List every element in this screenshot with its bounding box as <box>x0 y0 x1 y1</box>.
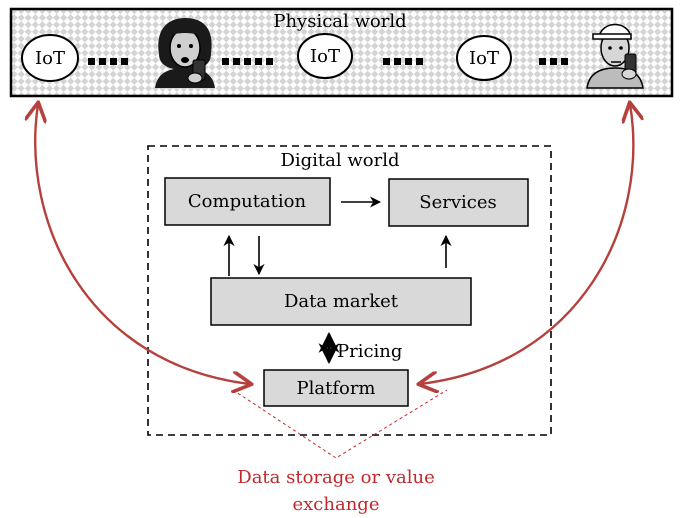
right-exchange-arc <box>420 104 633 384</box>
ellipsis-dots <box>383 58 423 65</box>
computation-label: Computation <box>188 191 307 212</box>
physical-world-title: Physical world <box>273 11 406 32</box>
physical-world-panel: Physical world IoT <box>9 7 674 98</box>
ellipsis-dots <box>88 58 128 65</box>
digital-world-panel: Digital world Computation Services Data … <box>147 145 552 436</box>
platform-label: Platform <box>296 378 375 399</box>
iot-node: IoT <box>456 35 512 81</box>
services-box: Services <box>388 178 529 227</box>
iot-node-label: IoT <box>469 48 499 69</box>
annotation-pointer <box>232 389 448 459</box>
platform-box: Platform <box>263 369 409 407</box>
annotation-line-1: Data storage or value <box>237 467 434 488</box>
computation-box: Computation <box>164 177 331 226</box>
person-user-icon <box>155 18 215 88</box>
ellipsis-dots <box>222 58 273 65</box>
left-exchange-arc <box>35 104 250 384</box>
data-market-box: Data market <box>210 277 472 326</box>
pricing-label: Pricing <box>337 341 402 362</box>
iot-node-label: IoT <box>35 48 65 69</box>
annotation-line-2: exchange <box>293 494 380 515</box>
services-label: Services <box>419 192 496 213</box>
ellipsis-dots <box>539 58 568 65</box>
person-user-icon <box>586 23 644 89</box>
data-market-label: Data market <box>284 291 399 312</box>
iot-node: IoT <box>297 33 353 79</box>
digital-world-title: Digital world <box>280 150 399 171</box>
iot-node-label: IoT <box>310 46 340 67</box>
iot-node: IoT <box>21 34 79 82</box>
